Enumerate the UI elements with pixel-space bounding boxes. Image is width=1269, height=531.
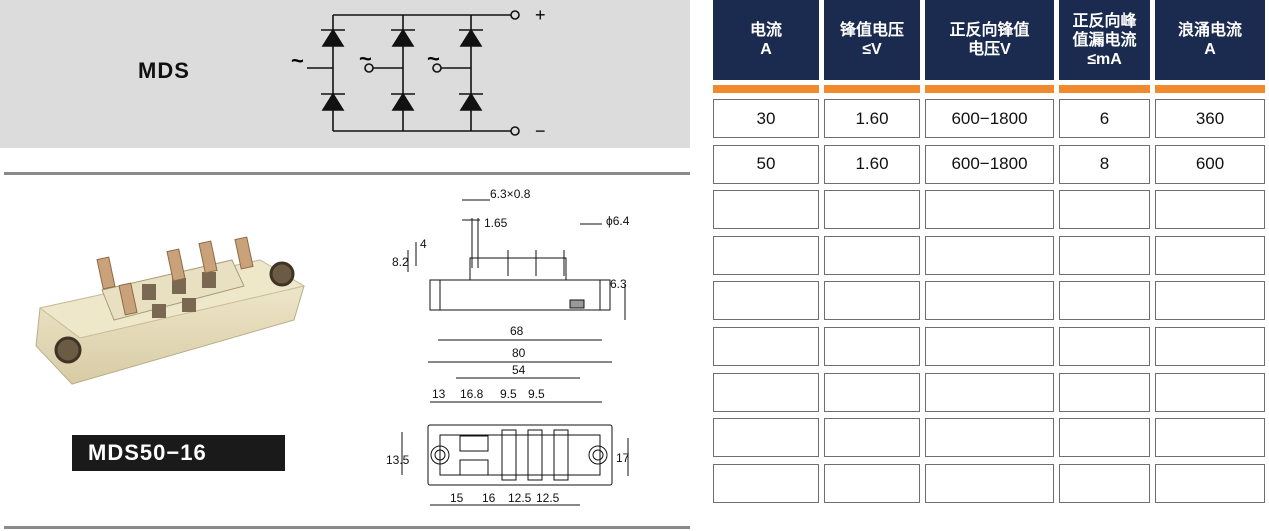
- header-current: 电流 A: [713, 0, 819, 80]
- header-accent-bar: [1155, 85, 1265, 93]
- table-cell: 8: [1059, 144, 1150, 184]
- table-cell: [925, 281, 1054, 321]
- ac-terminal-label: ~: [291, 48, 304, 73]
- table-cell: [713, 327, 819, 366]
- dim-label: 6.3×0.8: [490, 187, 531, 201]
- table-cell: [1059, 418, 1150, 458]
- dimension-drawing: 6.3×0.8 1.65 ϕ6.4 4 8.2 6.3 68 80 54 13 …: [386, 187, 630, 506]
- plus-terminal-label: +: [535, 5, 546, 25]
- dim-label: 54: [512, 363, 526, 377]
- dim-label: 16: [482, 491, 496, 505]
- table-cell: [925, 463, 1054, 503]
- table-cell: [713, 463, 819, 503]
- dim-label: 4: [420, 237, 427, 251]
- ac-terminal-label: ~: [427, 46, 440, 71]
- table-cell: [1059, 190, 1150, 230]
- table-cell: 360: [1155, 99, 1265, 138]
- table-cell: [1059, 372, 1150, 412]
- circuit-panel: [0, 0, 690, 148]
- dim-label: 13: [432, 387, 446, 401]
- dim-label: 9.5: [528, 387, 545, 401]
- table-cell: 600−1800: [925, 99, 1054, 138]
- header-surge-current: 浪涌电流 A: [1155, 0, 1265, 80]
- table-cell: [1155, 190, 1265, 230]
- dim-label: 9.5: [500, 387, 517, 401]
- table-cell: [1155, 327, 1265, 366]
- table-cell: [1155, 372, 1265, 412]
- dim-label: 17: [616, 451, 630, 465]
- dim-label: ϕ6.4: [606, 214, 630, 228]
- table-cell: [925, 327, 1054, 366]
- header-accent-bar: [925, 85, 1054, 93]
- header-accent-bar: [713, 85, 819, 93]
- table-cell: [824, 372, 920, 412]
- table-cell: [713, 235, 819, 275]
- table-cell: [925, 372, 1054, 412]
- divider-line: [4, 172, 690, 175]
- header-accent-bar: [1059, 85, 1150, 93]
- table-cell: 30: [713, 99, 819, 138]
- model-number-badge: MDS50−16: [72, 435, 285, 471]
- table-cell: [824, 463, 920, 503]
- dim-label: 13.5: [386, 453, 410, 467]
- table-cell: [1059, 327, 1150, 366]
- header-peak-voltage: 锋值电压 ≤V: [824, 0, 920, 80]
- table-cell: [1155, 418, 1265, 458]
- table-cell: 6: [1059, 99, 1150, 138]
- table-cell: [824, 418, 920, 458]
- table-cell: [925, 235, 1054, 275]
- table-cell: [925, 190, 1054, 230]
- header-reverse-peak-voltage: 正反向锋值 电压V: [925, 0, 1054, 80]
- minus-terminal-label: −: [535, 121, 546, 141]
- table-cell: [1059, 463, 1150, 503]
- table-cell: [1155, 463, 1265, 503]
- header-accent-bar: [824, 85, 920, 93]
- table-cell: [824, 281, 920, 321]
- dim-label: 8.2: [392, 255, 409, 269]
- dim-label: 68: [510, 324, 524, 338]
- table-cell: 1.60: [824, 99, 920, 138]
- table-cell: [713, 372, 819, 412]
- table-cell: 50: [713, 144, 819, 184]
- dim-label: 6.3: [610, 277, 627, 291]
- dim-label: 12.5: [508, 491, 532, 505]
- table-cell: 1.60: [824, 144, 920, 184]
- dim-label: 12.5: [536, 491, 560, 505]
- dim-label: 1.65: [484, 216, 508, 230]
- table-cell: [925, 418, 1054, 458]
- module-photo: [35, 236, 306, 385]
- table-cell: [1155, 281, 1265, 321]
- table-cell: [713, 418, 819, 458]
- header-leakage-current: 正反向峰 值漏电流 ≤mA: [1059, 0, 1150, 80]
- dim-label: 16.8: [460, 387, 484, 401]
- ac-terminal-label: ~: [359, 46, 372, 71]
- table-cell: [824, 235, 920, 275]
- divider-line: [4, 526, 690, 529]
- table-cell: 600: [1155, 144, 1265, 184]
- table-cell: [824, 190, 920, 230]
- table-cell: [713, 190, 819, 230]
- table-cell: [713, 281, 819, 321]
- dim-label: 15: [450, 491, 464, 505]
- table-cell: [824, 327, 920, 366]
- table-cell: 600−1800: [925, 144, 1054, 184]
- table-cell: [1059, 235, 1150, 275]
- series-name: MDS: [138, 58, 190, 83]
- bridge-rectifier-diagram: + − ~ ~ ~: [291, 5, 546, 141]
- table-cell: [1155, 235, 1265, 275]
- table-cell: [1059, 281, 1150, 321]
- dim-label: 80: [512, 346, 526, 360]
